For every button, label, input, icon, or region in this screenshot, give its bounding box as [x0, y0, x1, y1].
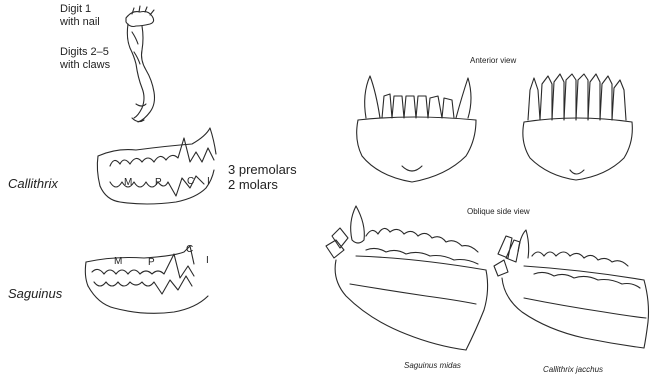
callithrix-note-premolars: 3 premolars: [228, 163, 297, 178]
hand-illustration: [112, 8, 182, 126]
callithrix-notes: 3 premolars 2 molars: [228, 163, 297, 193]
callithrix-jaw: [96, 126, 222, 216]
callithrix-tooth-p: P: [155, 177, 162, 189]
callithrix-genus-label: Callithrix: [8, 177, 58, 192]
saguinus-genus-label: Saguinus: [8, 287, 62, 302]
saguinus-tooth-p: P: [148, 257, 155, 269]
saguinus-tooth-c: C: [186, 244, 193, 256]
saguinus-tooth-i: I: [206, 255, 209, 267]
callithrix-tooth-i: I: [207, 176, 210, 188]
anterior-view-title: Anterior view: [470, 56, 516, 65]
digit1-line1: Digit 1: [60, 3, 100, 16]
digits25-label: Digits 2–5 with claws: [60, 46, 110, 71]
callithrix-note-molars: 2 molars: [228, 178, 297, 193]
species-label-saguinus-midas: Saguinus midas: [404, 361, 461, 370]
species-label-callithrix-jacchus: Callithrix jacchus: [543, 365, 603, 374]
saguinus-tooth-m: M: [114, 256, 122, 268]
oblique-jaw-saguinus: [326, 200, 492, 356]
anterior-jaw-callithrix: [520, 70, 650, 186]
digits25-line2: with claws: [60, 59, 110, 72]
callithrix-tooth-m: M: [124, 177, 132, 189]
anterior-jaw-saguinus: [352, 70, 482, 186]
callithrix-tooth-c: C: [187, 176, 194, 188]
digit1-line2: with nail: [60, 16, 100, 29]
digits25-line1: Digits 2–5: [60, 46, 110, 59]
digit1-label: Digit 1 with nail: [60, 3, 100, 28]
oblique-jaw-callithrix: [494, 222, 654, 358]
